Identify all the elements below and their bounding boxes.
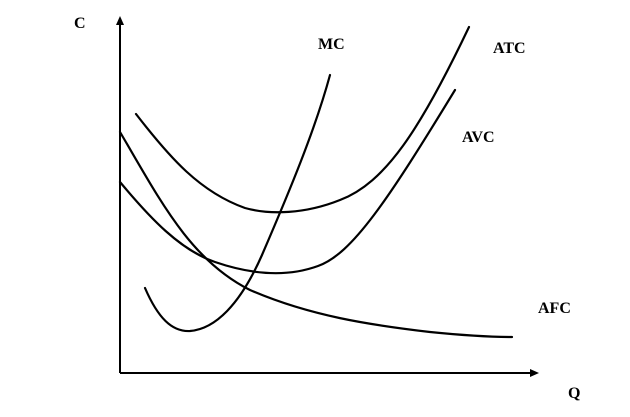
- y-axis-label: C: [74, 15, 86, 32]
- atc-label: ATC: [493, 40, 526, 57]
- mc-curve: [143, 73, 332, 333]
- afc-curve: [118, 130, 514, 339]
- avc-curve: [118, 88, 457, 275]
- x-axis-label: Q: [568, 385, 580, 402]
- atc-curve: [134, 25, 471, 214]
- afc-label: AFC: [538, 300, 571, 317]
- avc-label: AVC: [462, 129, 495, 146]
- mc-label: MC: [318, 36, 345, 53]
